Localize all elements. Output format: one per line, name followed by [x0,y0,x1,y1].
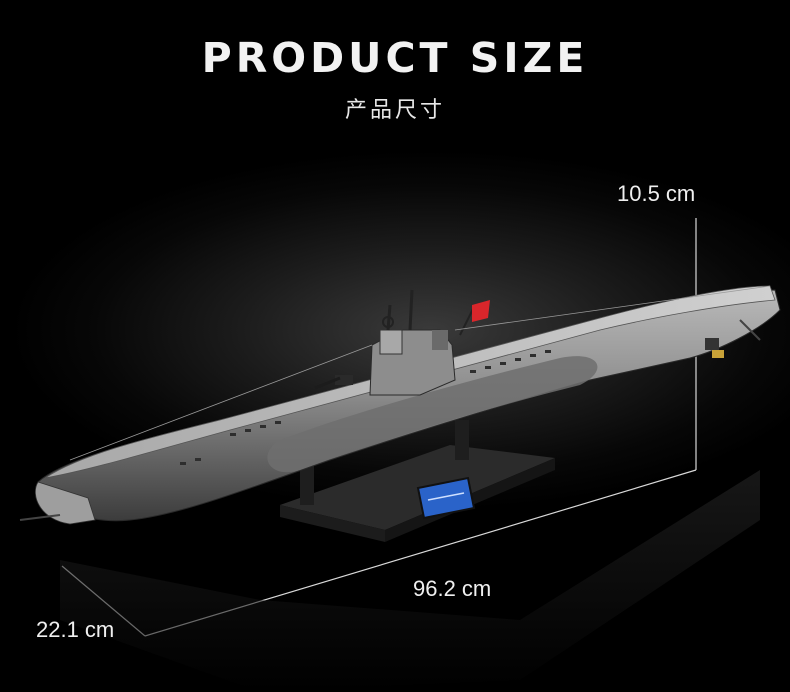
jumping-wire [69,285,771,461]
height-label: 10.5 cm [617,181,696,206]
stern [705,319,761,358]
page-title: PRODUCT SIZE [201,34,589,82]
deck-gun [314,375,353,390]
width-label: 22.1 cm [36,617,115,642]
reflection [60,470,760,692]
conning-tower [369,289,476,396]
name-plaque [416,476,476,520]
bow [34,481,96,525]
length-label: 96.2 cm [413,576,492,601]
saddle-tank [267,356,598,473]
deck-details [180,350,551,465]
page-subtitle: 产品尺寸 [344,98,445,123]
deck [44,285,776,479]
flag [472,300,490,322]
bow-torpedo [19,514,61,521]
